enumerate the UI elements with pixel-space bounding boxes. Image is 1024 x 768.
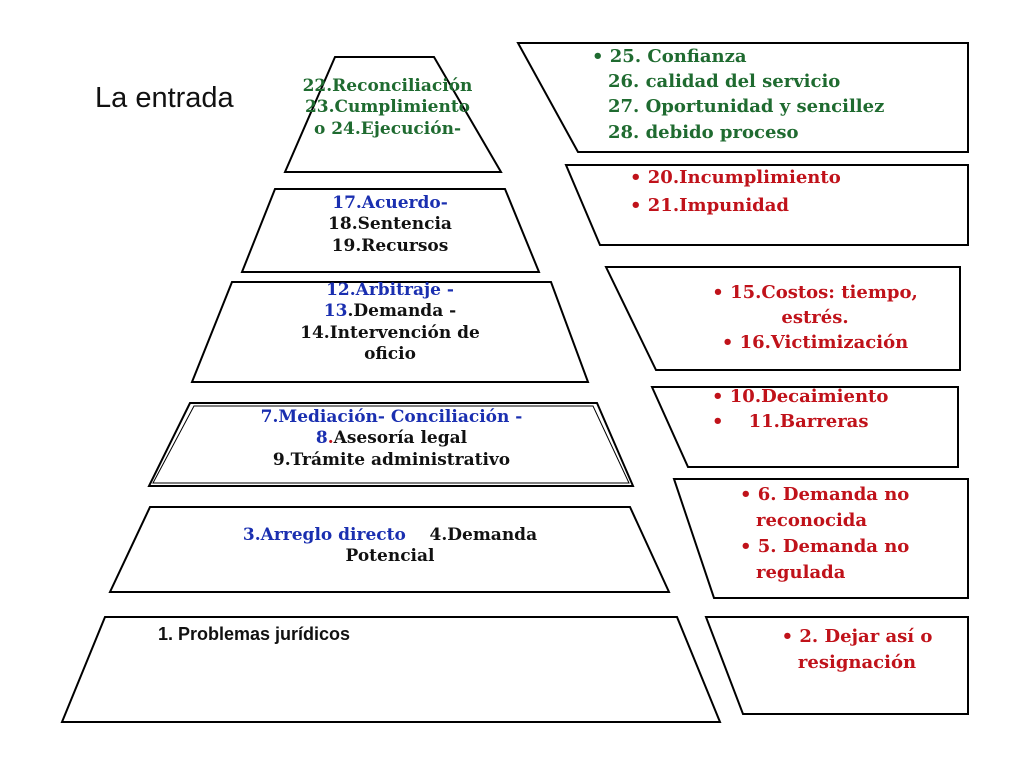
tier-5-line-3: 19.Recursos (331, 235, 449, 256)
box-5-item-1b: reconocida (756, 510, 868, 532)
box-6-item-1a: 2. Dejar así o (799, 626, 933, 647)
tier-4-shape (190, 281, 590, 383)
box-5-item-2b: regulada (756, 562, 846, 584)
tier-2-line-1: 3.Arreglo directo 4.Demanda (160, 525, 620, 546)
tier-6-line-3: o 24.Ejecución- (313, 118, 462, 139)
box-4-shape (650, 386, 959, 468)
tier-2-shape (108, 506, 671, 593)
tier-3-asesoria: Asesoría legal (333, 428, 468, 449)
slide-title: La entrada (95, 82, 234, 114)
box-4-item-2-text: 11.Barreras (748, 411, 869, 433)
box-5-item-1a: 6. Demanda no (757, 484, 910, 505)
tier-4-line-3: 14.Intervención de (300, 322, 480, 343)
box-3-item-2: • 16.Victimización (721, 332, 909, 354)
box-3-item-2-text: 16.Victimización (739, 332, 909, 354)
box-1-item-3: 27. Oportunidad y sencillez (608, 96, 885, 118)
box-3-text: • 15.Costos: tiempo, estrés. • 16.Victim… (680, 280, 950, 356)
tier-3-shape (147, 402, 635, 487)
tier-4-line-1: 12.Arbitraje - (326, 280, 454, 300)
tier-5-line-1: 17.Acuerdo- (332, 193, 448, 213)
tier-3-line-3: 9.Trámite administrativo (272, 449, 511, 470)
box-2-item-1-text: 20.Incumplimiento (647, 167, 841, 188)
tier-3-dot: . (327, 428, 334, 449)
tier-4-demanda: .Demanda - (347, 301, 457, 322)
box-4-item-1-text: 10.Decaimiento (729, 386, 889, 407)
box-1-item-2: 26. calidad del servicio (608, 71, 841, 93)
tier-3-line-2: 8.Asesoría legal (200, 428, 583, 449)
box-2-shape (564, 164, 969, 246)
box-1-item-1-text: 25. Confianza (609, 46, 747, 67)
tier-1-shape (60, 616, 722, 723)
box-6-text: • 2. Dejar así o resignación (752, 624, 962, 676)
box-5-shape (672, 478, 969, 599)
tier-5-line-2: 18.Sentencia (328, 214, 452, 235)
tier-6-line-2: 23.Cumplimiento (304, 97, 471, 118)
tier-5-shape (240, 188, 541, 273)
box-4-item-1: • 10.Decaimiento (712, 386, 889, 407)
tier-6-text: 22.Reconciliación 23.Cumplimiento o 24.E… (280, 76, 495, 140)
box-5-item-2: • 5. Demanda no (740, 536, 910, 558)
box-4-text: • 10.Decaimiento • 11.Barreras (712, 384, 952, 434)
box-2-text: • 20.Incumplimiento • 21.Impunidad (630, 164, 950, 220)
box-3-item-1a: 15.Costos: tiempo, (730, 282, 918, 303)
tier-3-line-1: 7.Mediación- Conciliación - (260, 407, 523, 427)
tier-4-line-2: 13.Demanda - (240, 301, 540, 322)
tier-1-text: 1. Problemas jurídicos (158, 624, 351, 644)
box-3-shape (604, 266, 961, 371)
tier-5-text: 17.Acuerdo- 18.Sentencia 19.Recursos (280, 193, 500, 257)
tier-2-arreglo: 3.Arreglo directo (242, 525, 406, 545)
tier-2-text: 3.Arreglo directo 4.Demanda Potencial (160, 525, 620, 568)
tier-4-text: 12.Arbitraje - 13.Demanda - 14.Intervenc… (240, 280, 540, 365)
box-3-item-1: • 15.Costos: tiempo, (712, 282, 918, 303)
box-6-item-1: • 2. Dejar así o (781, 626, 933, 647)
box-1-text: • 25. Confianza 26. calidad del servicio… (592, 44, 962, 145)
tier-3-num-8: 8 (315, 428, 328, 449)
tier-6-shape (283, 56, 503, 173)
tier-4-line-4: oficio (364, 343, 416, 364)
box-3-item-1b: estrés. (781, 307, 849, 329)
box-2-item-1: • 20.Incumplimiento (630, 167, 841, 188)
box-6-shape (704, 616, 969, 715)
box-2-item-2-text: 21.Impunidad (647, 194, 789, 216)
box-5-text: • 6. Demanda no reconocida • 5. Demanda … (740, 482, 962, 586)
tier-6-line-1: 22.Reconciliación (302, 76, 473, 96)
tier-3-text: 7.Mediación- Conciliación - 8.Asesoría l… (200, 407, 583, 471)
tier-2-line-2: Potencial (345, 546, 435, 567)
box-1-item-4: 28. debido proceso (608, 121, 799, 143)
tier-4-num-13: 13 (323, 301, 348, 322)
box-5-item-2a: 5. Demanda no (757, 536, 910, 558)
box-4-item-2: • 11.Barreras (712, 411, 869, 433)
tier-2-demanda: 4.Demanda (429, 525, 538, 545)
box-5-item-1: • 6. Demanda no (740, 484, 910, 505)
box-1-shape (516, 42, 969, 153)
box-6-item-1b: resignación (797, 652, 917, 674)
tier-3-shape-inner (152, 405, 630, 484)
box-2-item-2: • 21.Impunidad (630, 194, 789, 216)
box-1-item-1: • 25. Confianza (592, 46, 747, 67)
